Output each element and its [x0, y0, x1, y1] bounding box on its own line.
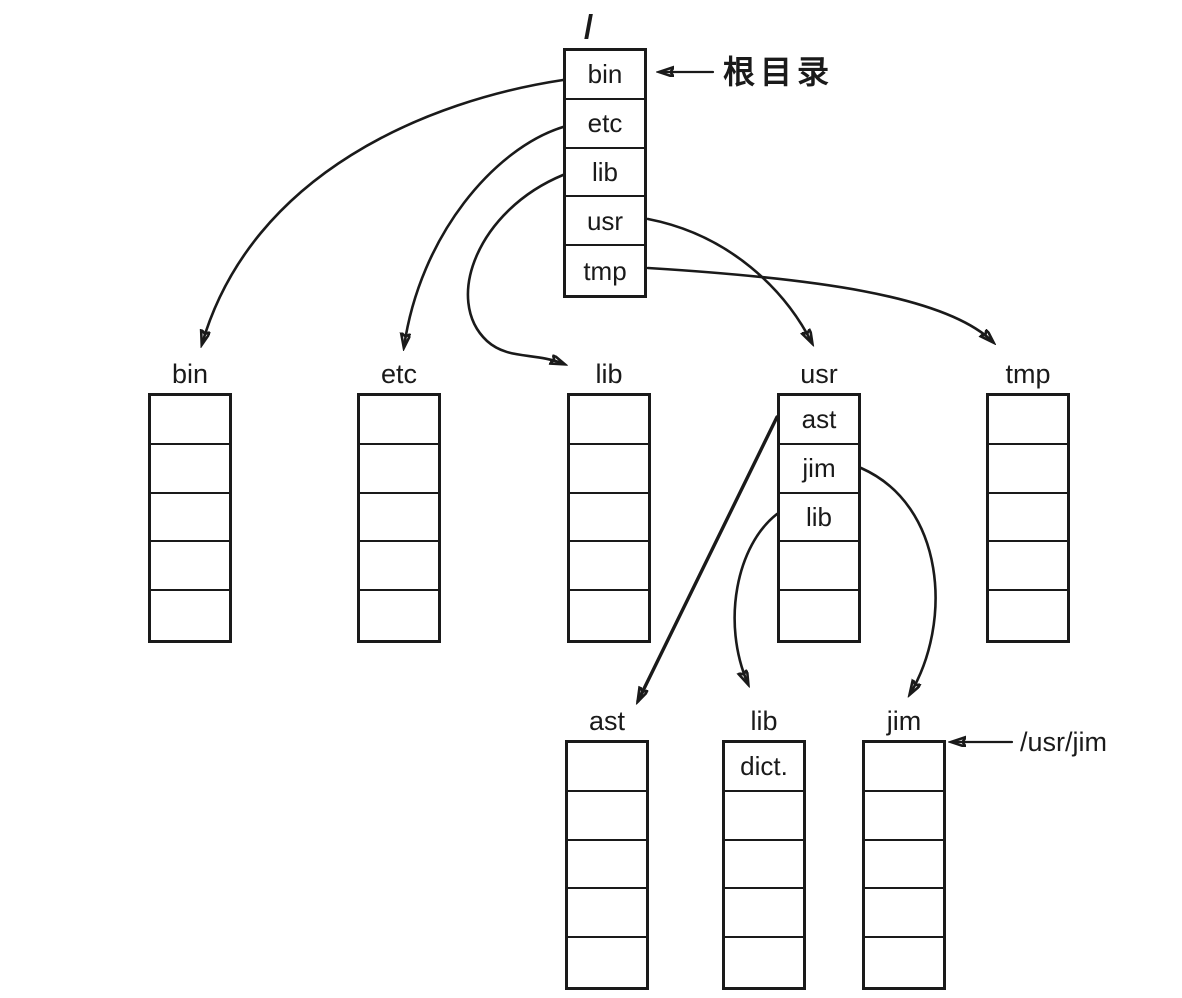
etc-table-label: etc: [380, 359, 418, 389]
dir-cell: [989, 494, 1067, 543]
ast-directory-table: ast: [565, 708, 649, 990]
usr-lib-table-label: lib: [750, 706, 778, 736]
dir-cell: [989, 396, 1067, 445]
dir-cell: [725, 889, 803, 939]
dir-cell: [568, 743, 646, 792]
dir-cell: [865, 938, 943, 987]
usr-table-label: usr: [800, 359, 838, 389]
dir-cell: [151, 591, 229, 640]
arrow-root-to-tmp: [646, 266, 993, 342]
usr-directory-table: usr ast jim lib: [777, 361, 861, 643]
dir-cell: [570, 494, 648, 543]
dir-cell: [865, 841, 943, 890]
root-entry-usr: usr: [566, 197, 644, 247]
dir-cell: [151, 542, 229, 592]
dir-cell: [570, 445, 648, 494]
arrow-root-to-etc: [404, 125, 565, 347]
dir-cell: [360, 494, 438, 543]
dir-cell: [570, 542, 648, 592]
arrow-root-to-bin: [202, 78, 565, 344]
usr-entry-jim: jim: [780, 445, 858, 494]
tmp-directory-table: tmp: [986, 361, 1070, 643]
root-directory-table: / bin etc lib usr tmp: [563, 10, 647, 298]
dir-cell: [360, 445, 438, 494]
ast-table-label: ast: [588, 706, 626, 736]
root-entry-lib: lib: [566, 149, 644, 198]
jim-directory-table: jim: [862, 708, 946, 990]
arrow-usr-to-lib: [733, 512, 779, 684]
root-entry-etc: etc: [566, 100, 644, 149]
dir-cell: [780, 542, 858, 592]
dir-cell: [570, 591, 648, 640]
dir-cell: [360, 542, 438, 592]
arrow-usr-to-jim: [859, 466, 937, 694]
dir-cell: [568, 938, 646, 987]
tmp-table-label: tmp: [1005, 359, 1051, 389]
lib-directory-table: lib: [567, 361, 651, 643]
dir-cell: [151, 396, 229, 445]
dir-cell: [865, 889, 943, 939]
dir-cell: [989, 542, 1067, 592]
dir-cell: [725, 792, 803, 841]
root-entry-tmp: tmp: [583, 255, 627, 286]
dir-cell: [989, 591, 1067, 640]
dir-cell: [725, 841, 803, 890]
bin-directory-table: bin: [148, 361, 232, 643]
dir-cell: [151, 445, 229, 494]
arrow-root-to-usr: [646, 217, 812, 343]
arrow-usr-to-ast: [638, 415, 779, 701]
dir-cell: [780, 591, 858, 640]
dir-cell: [725, 938, 803, 987]
dir-cell: [360, 591, 438, 640]
dir-cell: [568, 889, 646, 939]
etc-directory-table: etc: [357, 361, 441, 643]
dir-cell: [865, 792, 943, 841]
dir-cell: [568, 792, 646, 841]
dir-cell: [360, 396, 438, 445]
lib-table-label: lib: [595, 359, 623, 389]
root-entry-bin: bin: [566, 51, 644, 100]
arrow-root-to-lib: [466, 173, 564, 364]
dir-cell: [570, 396, 648, 445]
dir-cell: [989, 445, 1067, 494]
root-annotation: 根目录: [723, 54, 835, 90]
dir-cell: [151, 494, 229, 543]
bin-table-label: bin: [171, 359, 209, 389]
dir-cell: [568, 841, 646, 890]
jim-table-label: jim: [886, 706, 922, 736]
dir-cell: [865, 743, 943, 792]
root-table-title: /: [584, 8, 594, 45]
usr-entry-lib: lib: [780, 494, 858, 543]
lib-entry-dict: dict.: [725, 743, 803, 792]
usr-jim-path-annotation: /usr/jim: [1020, 727, 1107, 757]
usr-entry-ast: ast: [780, 396, 858, 445]
usr-lib-directory-table: lib dict.: [722, 708, 806, 990]
